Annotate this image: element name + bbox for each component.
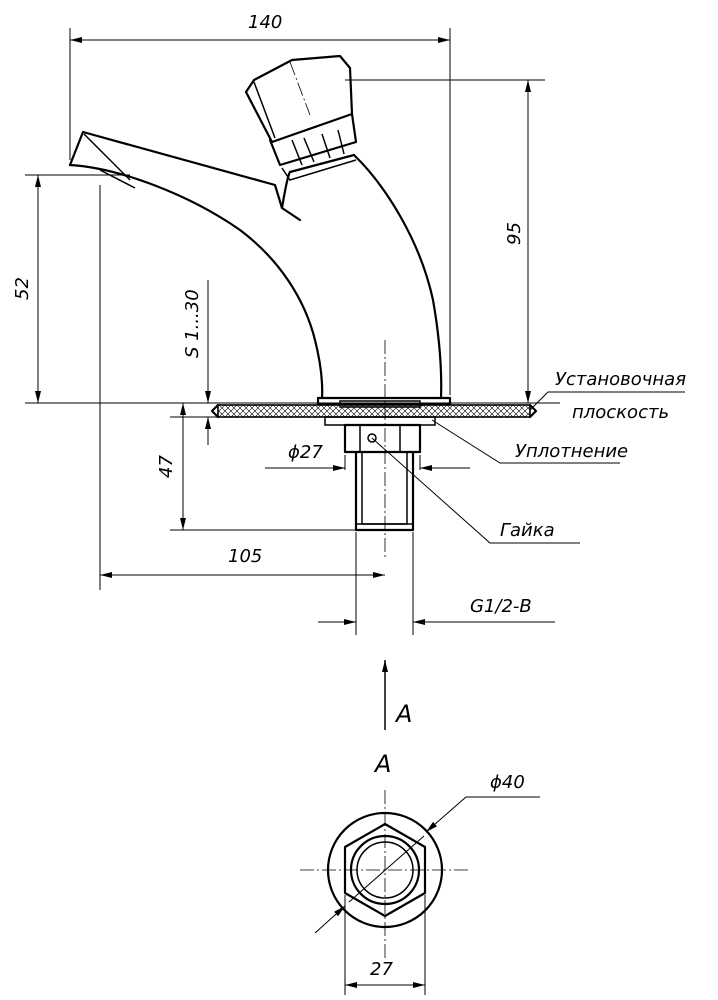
dim-counter-thickness: S 1...30 xyxy=(182,289,203,358)
view-a-bottom xyxy=(314,796,540,995)
label-view-title: A xyxy=(373,750,391,778)
nut-and-thread xyxy=(343,423,422,532)
dim-thread-size: G1/2-B xyxy=(470,596,532,617)
label-seal: Уплотнение xyxy=(515,441,628,462)
label-mounting-plane-2: плоскость xyxy=(572,402,669,423)
dim-view-nut-size: 27 xyxy=(370,959,393,980)
dimension-lines xyxy=(35,37,555,625)
dim-105: 105 xyxy=(228,546,262,567)
label-mounting-plane-1: Установочная xyxy=(555,369,686,390)
label-view-arrow: A xyxy=(394,700,412,728)
center-lines xyxy=(300,340,470,960)
extension-lines xyxy=(25,28,560,635)
dim-47: 47 xyxy=(156,455,177,478)
dim-52: 52 xyxy=(12,277,33,300)
mounting-plate xyxy=(210,400,538,426)
dim-140: 140 xyxy=(248,12,282,33)
dim-nut-diameter: ϕ27 xyxy=(288,442,323,463)
leader-lines xyxy=(371,391,685,544)
push-button xyxy=(244,54,358,181)
dim-view-outer-diameter: ϕ40 xyxy=(490,772,525,793)
dim-95: 95 xyxy=(504,222,525,245)
text-labels: 140 52 95 S 1...30 47 105 ϕ27 G1/2-B ϕ40… xyxy=(12,12,686,980)
label-nut: Гайка xyxy=(500,520,555,541)
faucet-body xyxy=(68,130,452,406)
